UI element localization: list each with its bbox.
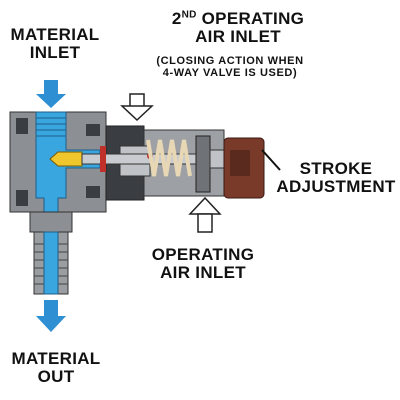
operating-air-arrow [188,196,222,233]
outlet-nozzle [29,211,73,295]
second-operating-air-arrow [120,93,154,122]
material-inlet-arrow [36,80,66,108]
material-out-arrow [36,300,66,332]
material-out-label: MATERIAL OUT [11,349,101,386]
operating-air-inlet-label: OPERATING AIR INLET [151,245,255,282]
stroke-adjustment-knob [223,137,281,199]
closing-action-note: (CLOSING ACTION WHEN 4-WAY VALVE IS USED… [156,55,304,79]
second-operating-air-inlet-label: 2ND OPERATING AIR INLET [171,9,305,46]
middle-housing [81,125,263,201]
stroke-adjustment-label: STROKE ADJUSTMENT [276,159,396,196]
material-inlet-label: MATERIAL INLET [10,25,100,62]
